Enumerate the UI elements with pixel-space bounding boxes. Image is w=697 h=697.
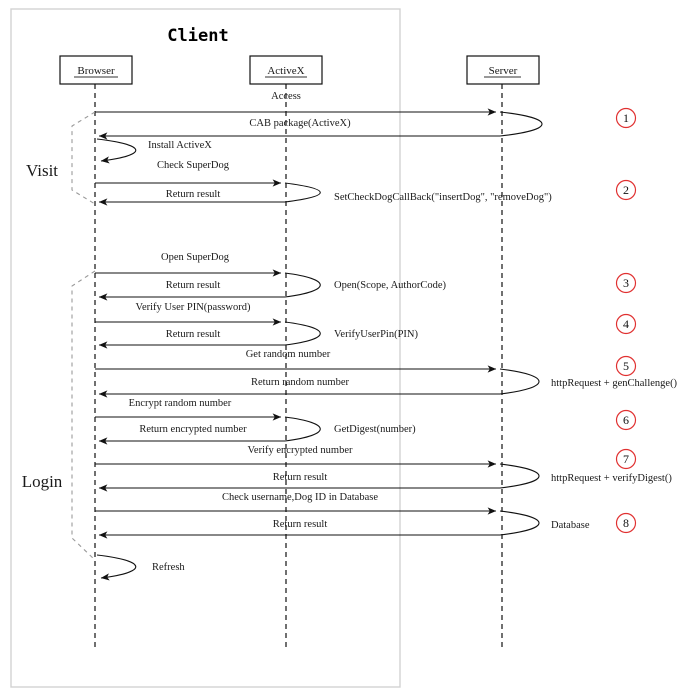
- message-group-install-activex: Install ActiveX: [96, 138, 212, 164]
- message-label-verify-encrypted-number: Verify encrypted number: [248, 445, 353, 456]
- step-marker-label: 1: [623, 111, 629, 125]
- annotation-getdigest: GetDigest(number): [334, 424, 416, 435]
- annotation-open-scope: Open(Scope, AuthorCode): [334, 280, 446, 291]
- message-label-return-result-3: Return result: [166, 329, 221, 340]
- phase-label-visit: Visit: [26, 161, 58, 180]
- actor-box-activex[interactable]: ActiveX: [249, 55, 323, 85]
- message-label-return-random-number: Return random number: [251, 377, 349, 388]
- actor-label-activex: ActiveX: [267, 65, 304, 77]
- step-marker-label: 7: [623, 452, 629, 466]
- actor-label-server: Server: [489, 65, 518, 77]
- message-label-return-result-4: Return result: [273, 472, 328, 483]
- message-group-3: Open SuperDog Return result Open(Scope, …: [95, 252, 446, 301]
- annotation-verifyuserpin: VerifyUserPin(PIN): [334, 329, 418, 340]
- message-label-install-activex: Install ActiveX: [148, 140, 212, 151]
- message-label-encrypt-random-number: Encrypt random number: [129, 398, 232, 409]
- message-group-refresh: Refresh: [96, 554, 185, 581]
- step-marker-8[interactable]: 8: [615, 512, 637, 534]
- annotation-genchallenge: httpRequest + genChallenge(): [551, 378, 678, 389]
- message-label-verify-user-pin: Verify User PIN(password): [136, 302, 251, 313]
- phase-label-login: Login: [22, 472, 63, 491]
- message-group-4: Verify User PIN(password) Return result …: [95, 302, 418, 349]
- step-marker-label: 6: [623, 413, 629, 427]
- message-label-cab-package: CAB package(ActiveX): [249, 118, 351, 129]
- message-group-1: CAB package(ActiveX): [95, 108, 543, 140]
- actor-box-server[interactable]: Server: [466, 55, 540, 85]
- actor-label-browser: Browser: [77, 65, 115, 77]
- step-marker-4[interactable]: 4: [615, 313, 637, 335]
- step-marker-label: 2: [623, 183, 629, 197]
- message-group-6: Encrypt random number Return encrypted n…: [95, 398, 416, 445]
- annotation-database: Database: [551, 520, 590, 531]
- client-frame: [10, 8, 401, 688]
- step-marker-label: 3: [623, 276, 629, 290]
- message-label-open-superdog: Open SuperDog: [161, 252, 230, 263]
- step-marker-3[interactable]: 3: [615, 272, 637, 294]
- message-label-check-superdog: Check SuperDog: [157, 160, 230, 171]
- step-marker-6[interactable]: 6: [615, 409, 637, 431]
- label-access: Access: [271, 91, 301, 102]
- message-label-refresh: Refresh: [152, 562, 185, 573]
- message-label-return-result-1: Return result: [166, 189, 221, 200]
- step-marker-7[interactable]: 7: [615, 448, 637, 470]
- message-label-return-result-5: Return result: [273, 519, 328, 530]
- step-marker-label: 8: [623, 516, 629, 530]
- message-group-8: Check username,Dog ID in Database Return…: [95, 492, 590, 539]
- step-marker-1[interactable]: 1: [615, 107, 637, 129]
- message-group-2: Check SuperDog Return result SetCheckDog…: [95, 160, 552, 206]
- step-marker-label: 4: [623, 317, 629, 331]
- message-group-5: Get random number Return random number h…: [95, 349, 678, 398]
- phase-brace-login: [71, 270, 96, 561]
- step-marker-5[interactable]: 5: [615, 355, 637, 377]
- step-marker-label: 5: [623, 359, 629, 373]
- step-marker-2[interactable]: 2: [615, 179, 637, 201]
- phase-brace-visit: [71, 111, 96, 205]
- message-label-return-encrypted-number: Return encrypted number: [139, 424, 247, 435]
- message-label-get-random-number: Get random number: [246, 349, 331, 360]
- annotation-setcheckdogcallback: SetCheckDogCallBack("insertDog", "remove…: [334, 192, 552, 203]
- message-group-7: Verify encrypted number Return result ht…: [95, 445, 672, 492]
- message-label-return-result-2: Return result: [166, 280, 221, 291]
- message-label-check-username: Check username,Dog ID in Database: [222, 492, 378, 503]
- actor-box-browser[interactable]: Browser: [59, 55, 133, 85]
- annotation-verifydigest: httpRequest + verifyDigest(): [551, 473, 672, 484]
- diagram-title: Client: [167, 26, 228, 46]
